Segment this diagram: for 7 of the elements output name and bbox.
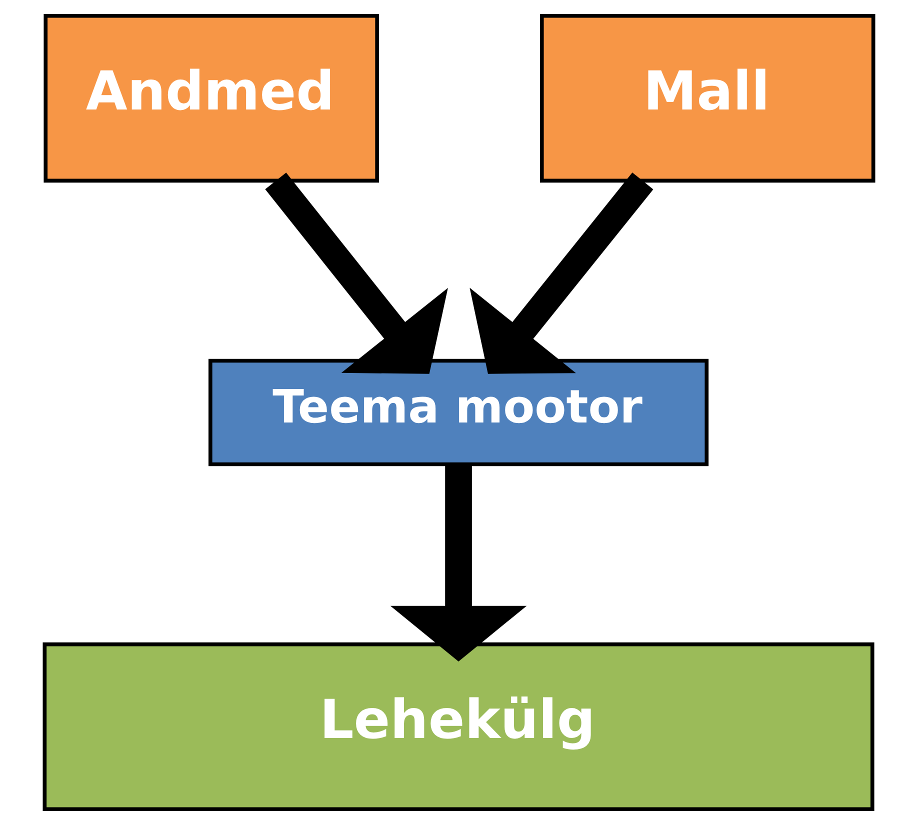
node-box: Lehekülg: [42, 642, 874, 812]
node-box: Andmed: [44, 14, 379, 183]
arrow: [265, 172, 448, 374]
arrow: [390, 464, 527, 662]
node-box: Mall: [540, 14, 876, 183]
node-box: Teema mootor: [208, 358, 709, 466]
arrow: [470, 172, 654, 374]
